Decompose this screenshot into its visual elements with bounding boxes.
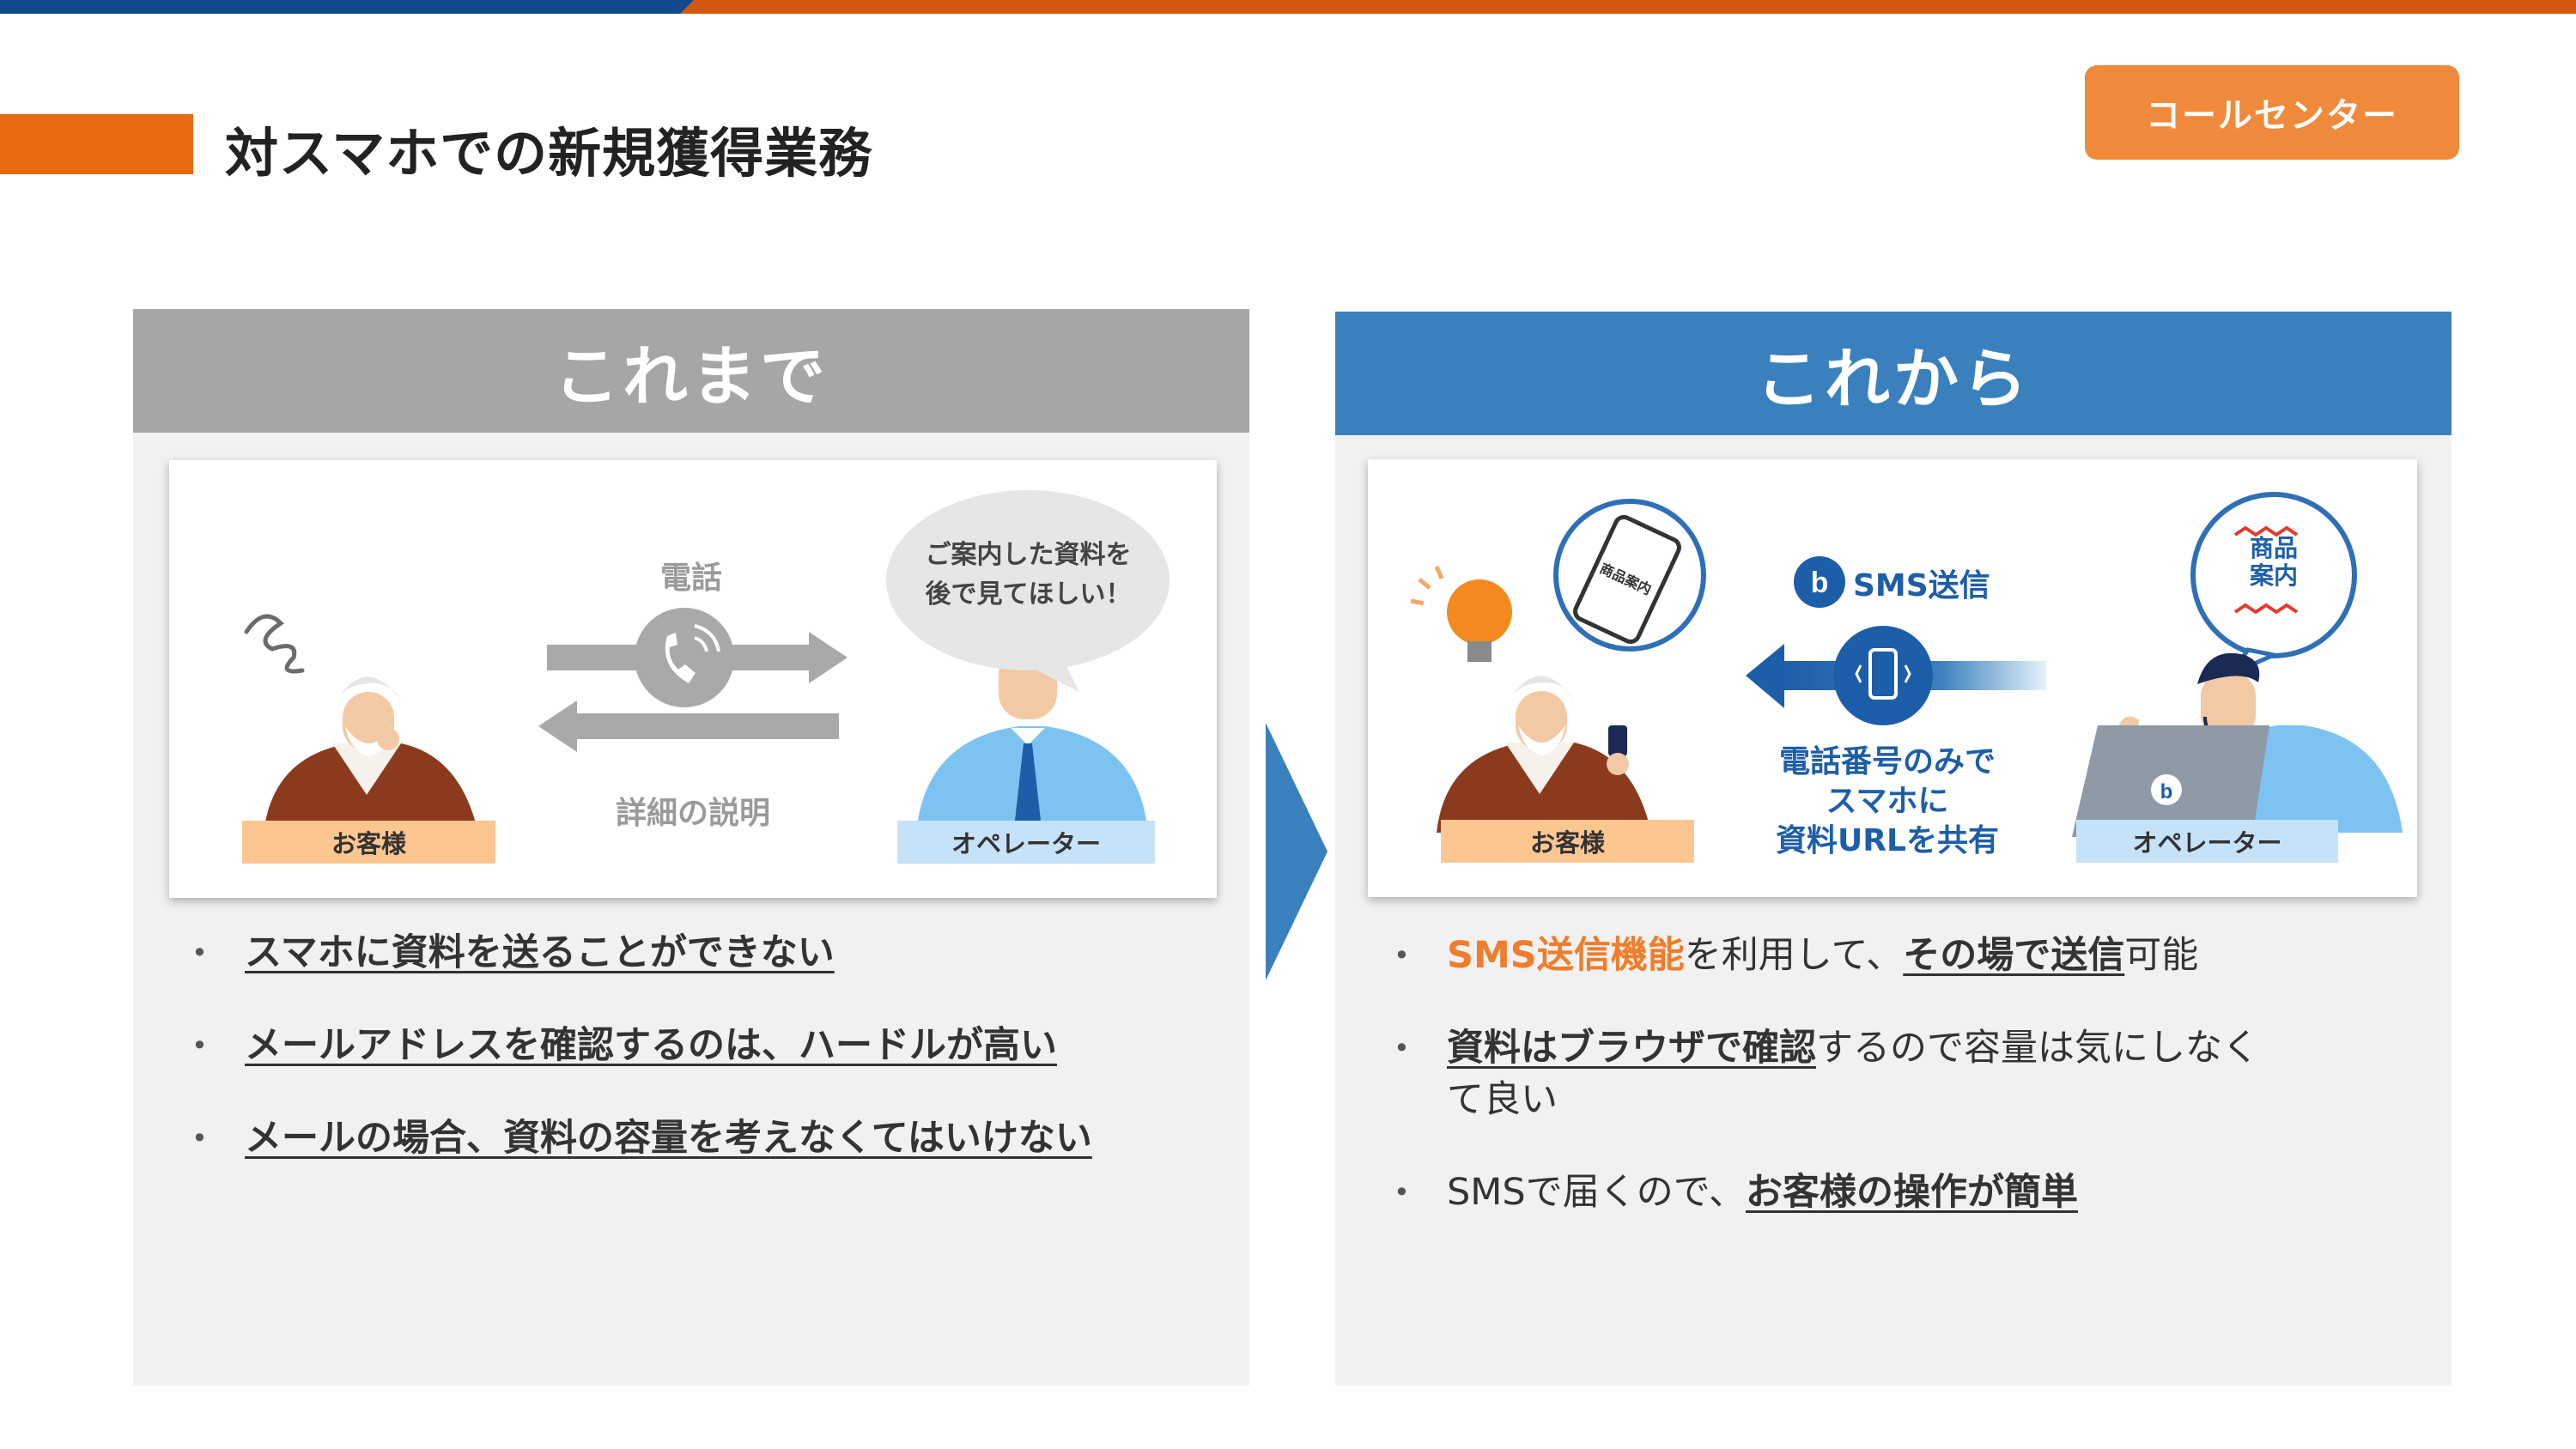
after-bubble-line2: 案内 (2249, 561, 2298, 590)
after-bubble-line1: 商品 (2249, 534, 2298, 562)
list-item: SMS送信機能を利用して、その場で送信可能 (1387, 930, 2417, 981)
after-bullet-list: SMS送信機能を利用して、その場で送信可能 資料はブラウザで確認するので容量は気… (1387, 930, 2417, 1259)
before-bubble-line2: 後で見てほしい！ (925, 579, 1132, 609)
before-bullet-list: スマホに資料を送ることができない メールアドレスを確認するのは、ハードルが高い … (185, 927, 1215, 1205)
list-item: スマホに資料を送ることができない (185, 927, 1215, 979)
top-bar-orange (704, 0, 2576, 14)
speech-bubble (886, 490, 1170, 670)
explain-arrow-left-icon (573, 713, 839, 739)
lightbulb-icon (1410, 566, 1512, 662)
phone-screen-icon: 商品案内 (1553, 499, 1706, 652)
transition-arrow-icon (1266, 723, 1327, 980)
share-line1: 電話番号のみで (1778, 744, 1996, 779)
svg-text:b: b (2160, 780, 2173, 803)
sms-label: SMS送信 (1853, 568, 1990, 603)
before-bubble-line1: ご案内した資料を (925, 540, 1132, 570)
operator-figure-icon: b (2072, 652, 2403, 837)
call-center-badge: コールセンター (2085, 65, 2459, 160)
page-title: 対スマホでの新規獲得業務 (225, 122, 873, 185)
explain-label: 詳細の説明 (616, 796, 771, 831)
list-item: SMSで届くので、お客様の操作が簡単 (1387, 1167, 2417, 1218)
customer-figure-icon (264, 676, 478, 834)
share-line3: 資料URLを共有 (1776, 823, 1999, 858)
customer-figure-icon (1437, 676, 1651, 833)
title-accent-bar (0, 114, 193, 174)
phone-call-icon (635, 608, 734, 707)
list-item: メールの場合、資料の容量を考えなくてはいけない (185, 1113, 1215, 1164)
share-line2: スマホに (1826, 784, 1949, 819)
before-panel: これまで (133, 309, 1249, 1385)
before-illustration (244, 490, 1170, 834)
after-illustration-card: 商品案内 (1368, 459, 2417, 897)
before-heading: これまで (133, 309, 1249, 433)
after-heading: これから (1335, 312, 2451, 435)
bell-b-logo-icon (1794, 556, 1845, 608)
svg-text:b: b (1811, 567, 1829, 599)
phone-label: 電話 (660, 561, 723, 596)
top-bar-blue (0, 0, 704, 14)
after-illustration: 商品案内 (1410, 492, 2403, 837)
before-operator-label: オペレーター (897, 821, 1155, 864)
after-panel: これから 商品案内 (1335, 312, 2451, 1385)
before-customer-label: お客様 (242, 821, 495, 864)
before-illustration-card: 電話 詳細の説明 ご案内した資料を 後で見てほしい！ お客様 オペレーター (169, 460, 1217, 898)
confusion-scribble-icon (244, 614, 305, 674)
after-customer-label: お客様 (1441, 820, 1694, 863)
list-item: メールアドレスを確認するのは、ハードルが高い (185, 1020, 1215, 1071)
after-operator-label: オペレーター (2076, 820, 2338, 863)
